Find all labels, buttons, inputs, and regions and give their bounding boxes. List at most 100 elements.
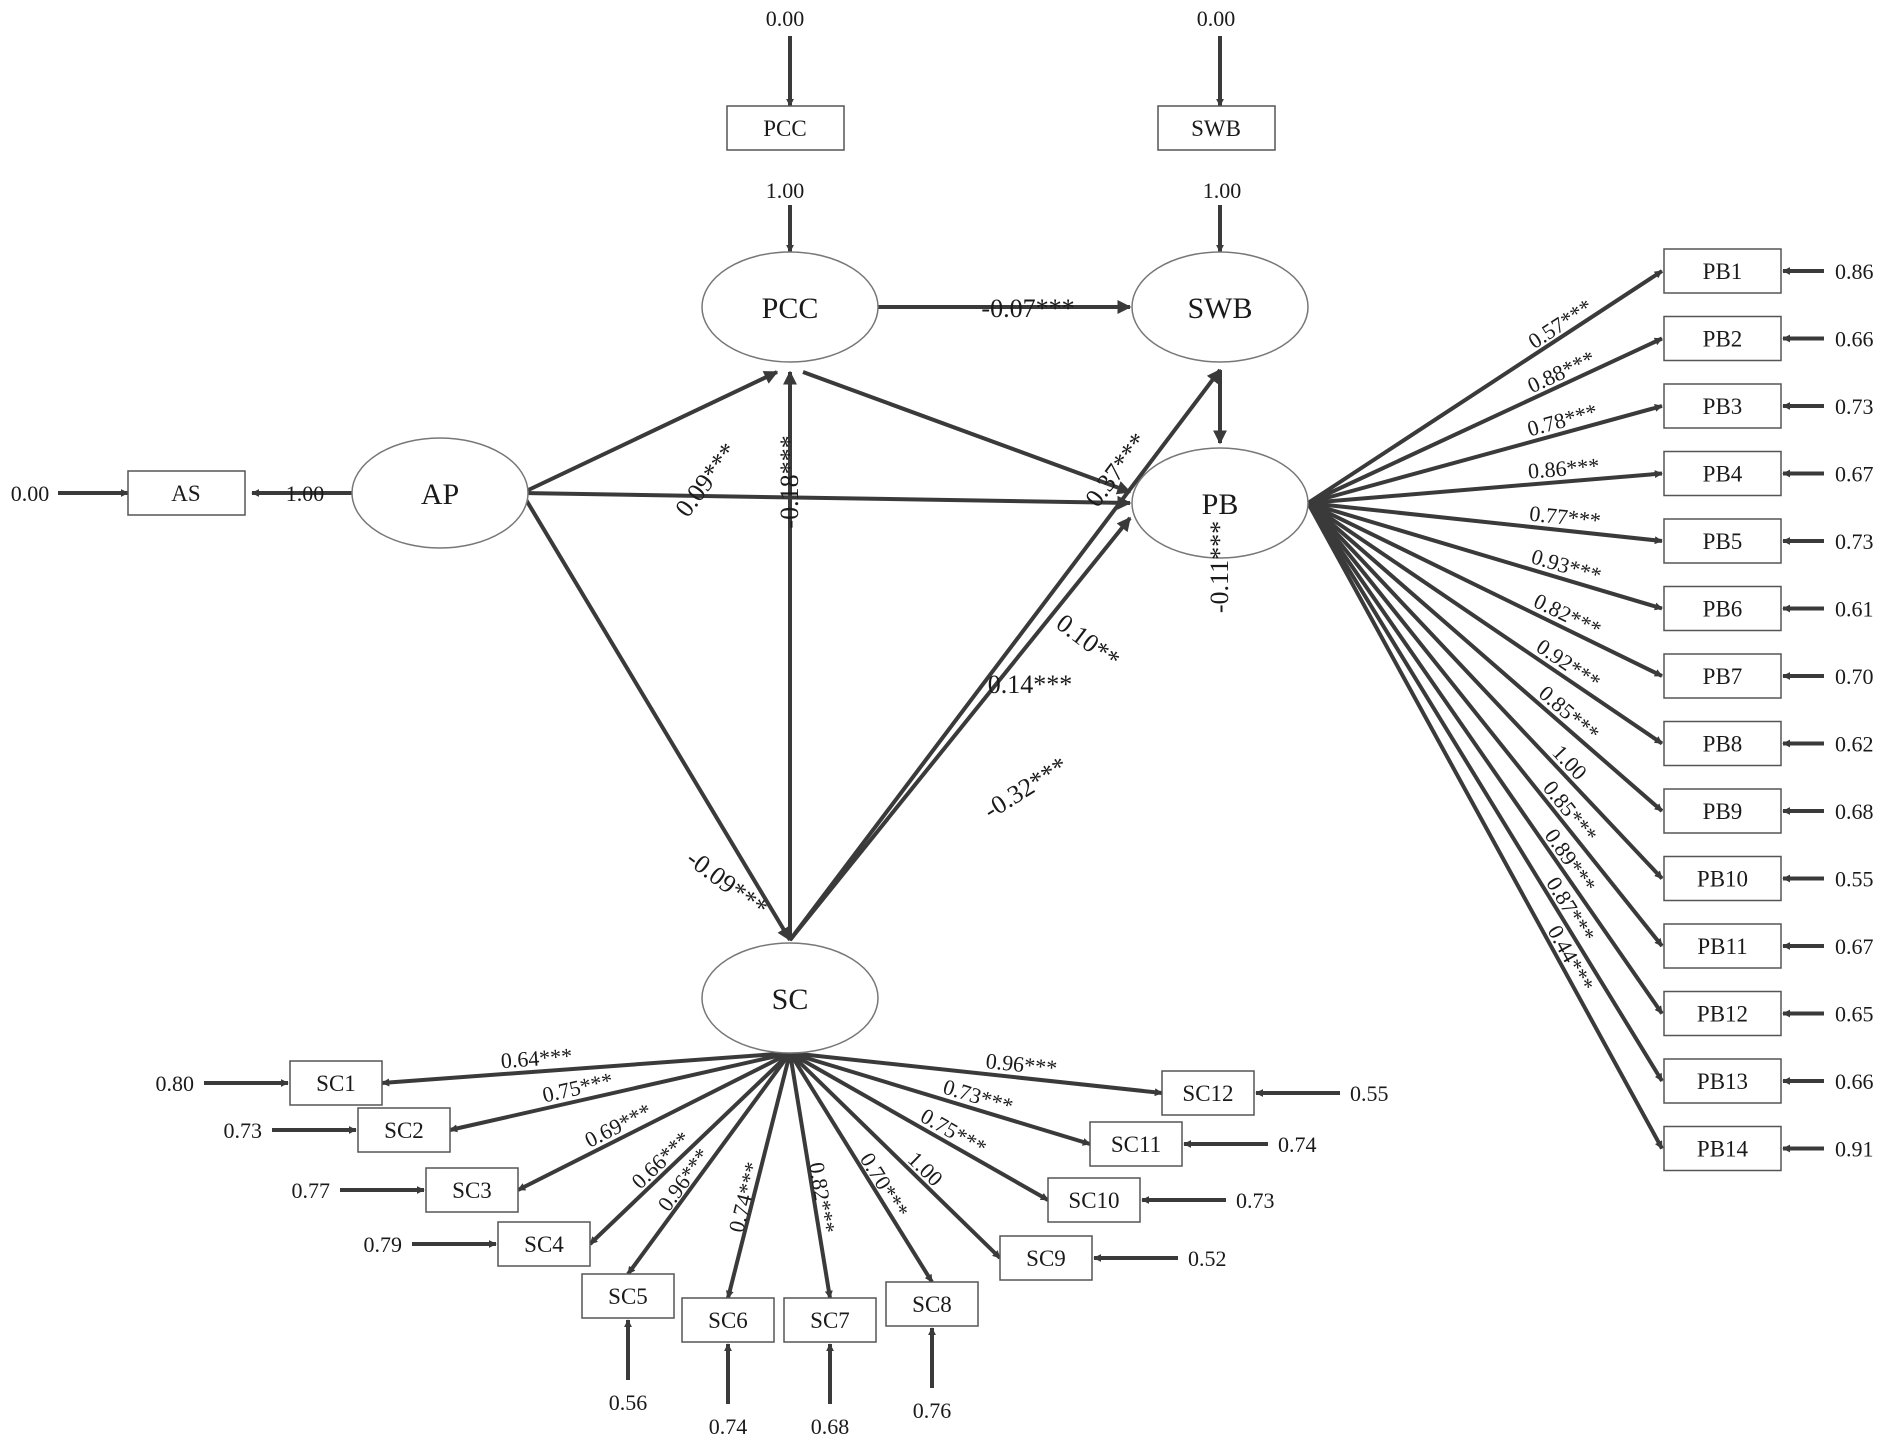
pb-indicator-label: PB4 [1703,462,1743,487]
single-indicator-labels: PCC SWB AS [171,116,1241,506]
sc-error-value: 0.74 [1278,1132,1317,1157]
pb-indicator-label: PB8 [1703,732,1743,757]
indicator-swb-box [1157,105,1276,151]
node-pcc-label: PCC [762,292,819,325]
sc-measurement-lines [204,1051,1340,1404]
label-sc-pb: -0.32*** [978,751,1072,825]
pb-loading-line [1307,470,1663,505]
pb-error-value: 0.70 [1835,664,1874,689]
single-indicator-values: 0.00 1.00 0.00 1.00 0.00 1.00 [11,6,1242,506]
node-swb-label: SWB [1187,292,1252,325]
pcc-loading-value: 1.00 [766,178,805,203]
pb-loading-line [1307,501,1663,545]
structural-path-labels: -0.07*** 0.09*** -0.18*** 0.37*** -0.11*… [669,294,1234,923]
sc-error-value: 0.73 [1236,1188,1275,1213]
pb-measurement-lines [1306,267,1824,1153]
pb-loading-line [1306,501,1664,1083]
pb-indicator-box [1663,923,1782,969]
sc-indicator-label: SC11 [1111,1132,1161,1157]
node-sc [701,942,879,1054]
indicator-as-box [127,470,246,516]
path-pcc-pb [802,370,1132,495]
indicator-pcc-label: PCC [763,116,806,141]
pb-error-value: 0.73 [1835,394,1874,419]
pb-error-value: 0.66 [1835,327,1874,352]
pb-error-value: 0.67 [1835,934,1874,959]
sc-error-value: 0.73 [224,1118,263,1143]
pb-indicator-box [1663,1125,1782,1172]
pb-indicator-box [1663,720,1782,767]
path-ap-sc [520,491,792,942]
sc-loading-label: 0.82*** [804,1160,840,1235]
label-ap-sc: -0.09*** [681,844,773,923]
pb-indicator-box [1663,855,1782,902]
pb-error-value: 0.62 [1835,732,1874,757]
structural-paths [520,300,1227,942]
swb-loading-value: 1.00 [1203,178,1242,203]
pb-error-value: 0.66 [1835,1069,1874,1094]
pb-indicator-label: PB11 [1697,934,1747,959]
sc-loading-line [449,1051,791,1133]
node-swb [1131,251,1309,363]
sc-loading-label: 0.69*** [580,1098,655,1152]
sc-loading-line [381,1051,791,1087]
pb-loading-line [1306,501,1664,880]
sc-error-value: 0.55 [1350,1081,1389,1106]
pb-loading-label: 0.86*** [1527,453,1600,484]
sc-indicator-box [425,1167,519,1213]
sc-loading-line [789,1051,1091,1146]
node-pcc [701,251,879,363]
sc-loading-line [789,1051,1163,1097]
sc-indicator-label: SC1 [316,1071,356,1096]
pb-loading-line [1307,404,1663,505]
sc-indicator-label: SC2 [384,1118,424,1143]
sc-indicator-box [783,1297,877,1343]
sc-indicator-label: SC5 [608,1284,648,1309]
pb-loading-line [1306,501,1664,746]
single-indicator-lines [58,36,1224,497]
indicator-swb-label: SWB [1191,116,1241,141]
sc-error-value: 0.79 [364,1232,403,1257]
sc-indicator-label: SC10 [1068,1188,1119,1213]
pb-loading-label: 0.57*** [1523,294,1597,354]
sc-error-value: 0.56 [609,1390,648,1415]
sc-indicator-label: SC9 [1026,1246,1066,1271]
sc-indicator-box [885,1281,979,1327]
pb-error-value: 0.67 [1835,462,1874,487]
sc-error-value: 0.80 [156,1071,195,1096]
sc-indicator-box [1047,1177,1141,1223]
pb-error-value: 0.91 [1835,1137,1874,1162]
pb-indicator-box [1663,990,1782,1037]
pb-indicator-label: PB10 [1697,867,1748,892]
sc-loading-label: 0.70*** [855,1148,914,1222]
sc-indicator-label: SC8 [912,1292,952,1317]
pb-indicator-box [1663,585,1782,632]
sc-loading-line [626,1051,792,1276]
pb-indicator-box [1663,1058,1782,1104]
pb-indicator-label: PB2 [1703,327,1743,352]
pb-indicator-label: PB14 [1697,1137,1749,1162]
sc-indicator-label: SC3 [452,1178,492,1203]
label-ap-pb: 0.14*** [988,670,1073,699]
pb-loading-label: 0.82*** [1530,588,1605,642]
pb-indicator-label: PB5 [1703,529,1743,554]
sc-loading-line [788,1051,1002,1260]
sc-error-value: 0.76 [913,1398,952,1423]
latent-labels: PCC SWB AP PB SC [421,292,1253,1016]
pb-indicator-box [1663,383,1782,429]
pb-loading-line [1307,336,1663,505]
sc-loading-line [725,1052,792,1299]
label-pcc-pb: 0.10** [1051,608,1126,674]
sc-indicator-box [681,1297,775,1343]
pb-indicator-box [1663,653,1782,699]
pb-loading-line [1306,502,1664,1150]
sc-loading-line [788,1052,833,1299]
pb-error-value: 0.65 [1835,1002,1874,1027]
path-ap-pcc [521,370,779,495]
pb-loading-line [1306,501,1664,948]
sc-loading-line [588,1051,792,1246]
label-pcc-swb: -0.07*** [981,294,1074,323]
pb-loading-line [1307,501,1663,611]
